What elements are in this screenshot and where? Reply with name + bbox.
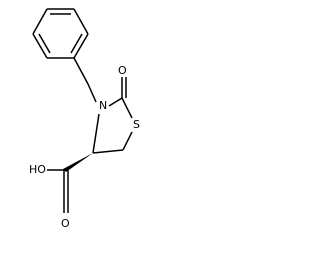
bond-nitrogen-c2 — [108, 97, 123, 107]
benzene-bond-3 — [73, 33, 89, 59]
benzene-ring — [32, 8, 89, 59]
atom-label-sulfur: S — [133, 118, 140, 131]
bond-c4-nitrogen — [92, 113, 100, 154]
atom-label-acid-oxygen: O — [61, 217, 70, 230]
atom-label-hydroxyl: HO — [29, 163, 46, 176]
benzene-inner-double-2 — [70, 33, 83, 54]
benzene-inner-double-3 — [38, 33, 51, 54]
benzyl-bond-ch2-to-nitrogen — [87, 83, 97, 103]
atom-label-nitrogen: N — [99, 99, 107, 112]
atom-label-carbonyl-oxygen: O — [118, 64, 127, 77]
bond-c5-c4 — [92, 149, 124, 154]
benzene-bond-5 — [32, 33, 48, 59]
benzene-bond-2 — [73, 8, 89, 35]
benzyl-bond-ring-to-ch2 — [73, 57, 89, 85]
thiazolidine-ring — [92, 97, 133, 154]
bond-c2-sulfur — [121, 97, 133, 119]
benzene-bond-6 — [32, 8, 48, 35]
molecule-structure-diagram: N S O O HO — [29, 8, 140, 230]
bond-sulfur-c5 — [122, 131, 133, 151]
stereo-wedge-bond — [63, 153, 93, 172]
